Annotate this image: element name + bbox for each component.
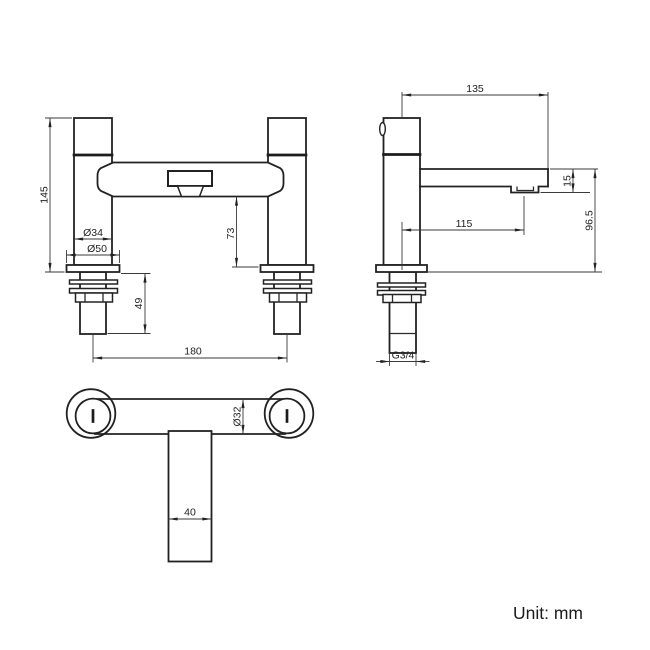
front-left-fixing-kit: [68, 279, 119, 303]
side-aerator-insert: [516, 186, 535, 192]
dim-base-diameter: Ø50: [66, 243, 120, 263]
front-diverter-base: [176, 185, 205, 198]
dim-label-73: 73: [225, 228, 237, 240]
dim-label-180: 180: [184, 346, 202, 358]
dim-label-145: 145: [39, 186, 51, 204]
dim-label-d34: Ø34: [83, 227, 103, 239]
top-view: Ø32 40: [65, 388, 315, 563]
dim-label-49: 49: [133, 298, 145, 310]
dim-aerator-offset: 115: [401, 196, 525, 270]
dim-body-to-base: 73: [225, 196, 259, 268]
dim-body-diameter: Ø32: [232, 399, 245, 434]
dim-label-115: 115: [456, 218, 473, 230]
dim-spout-width: 40: [168, 507, 212, 521]
side-spout-bottom-aerator: [419, 185, 549, 194]
dim-spout-reach: 135: [401, 83, 549, 168]
dim-shank-length: 49: [107, 273, 151, 334]
dim-label-g34: G3/4: [392, 350, 415, 362]
dim-tap-centres: 180: [92, 334, 288, 363]
front-view: 145 Ø34 Ø50 73 49: [39, 117, 315, 363]
side-handle-button: [379, 121, 387, 137]
dim-label-15: 15: [562, 175, 574, 187]
top-spout: [167, 430, 213, 563]
front-right-base-plate: [259, 264, 315, 273]
front-left-base-plate: [65, 264, 121, 273]
top-right-handle-outer: [263, 388, 315, 439]
front-right-fixing-kit: [262, 279, 313, 303]
top-left-handle-outer: [65, 388, 117, 439]
dim-spout-tip-height: 15: [540, 168, 598, 193]
side-base-plate: [375, 264, 428, 273]
dim-label-40: 40: [184, 507, 196, 519]
dim-pillar-diameter: Ø34: [74, 227, 112, 241]
dim-label-d32: Ø32: [232, 406, 244, 426]
dim-label-135: 135: [466, 83, 484, 95]
side-view: 135 115 15 96.5 G3/4: [375, 83, 602, 366]
unit-label: Unit: mm: [513, 603, 583, 623]
front-diverter-knob: [167, 170, 213, 187]
dim-overall-height: 145: [39, 117, 72, 273]
dim-thread-size: G3/4: [376, 350, 430, 366]
dim-spout-to-base: 96.5: [428, 169, 602, 273]
dim-label-d50: Ø50: [87, 243, 107, 255]
side-fixing-kit: [376, 282, 427, 304]
dim-label-96-5: 96.5: [584, 210, 596, 231]
